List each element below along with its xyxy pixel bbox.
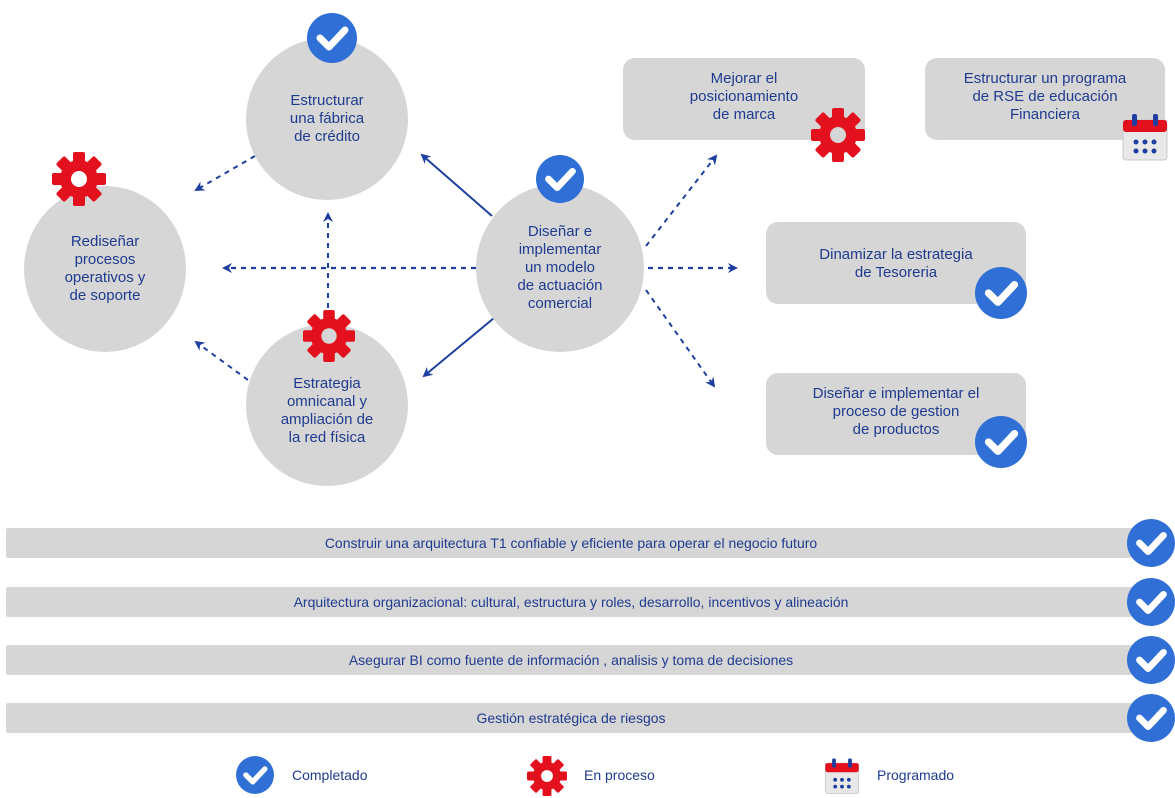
node-center-line: de actuación <box>517 277 603 294</box>
legend-scheduled-label: Programado <box>877 767 955 783</box>
gear-icon <box>52 152 106 206</box>
node-redisenar-line: de soporte <box>69 287 141 304</box>
node-redisenar-line: procesos <box>74 251 136 268</box>
node-redisenar-line: operativos y <box>64 269 146 286</box>
node-center: Diseñar e implementar un modelo de actua… <box>476 184 644 352</box>
bar-label: Gestión estratégica de riesgos <box>476 710 666 726</box>
node-omnicanal-line: Estrategia <box>293 375 361 392</box>
node-center-line: implementar <box>518 241 602 258</box>
gear-icon <box>811 108 865 162</box>
node-center-line: Diseñar e <box>527 223 593 240</box>
gear-icon <box>303 310 355 362</box>
bar-label: Asegurar BI como fuente de información ,… <box>348 652 794 668</box>
legend-check-icon <box>236 756 274 794</box>
check-icon <box>536 155 584 203</box>
node-omnicanal-line: la red física <box>288 429 366 446</box>
bar-label: Construir una arquitectura T1 confiable … <box>324 535 818 551</box>
legend-gear-icon <box>527 756 567 796</box>
box-rse-line: Estructurar un programa <box>963 70 1127 87</box>
check-icon <box>975 267 1027 319</box>
bar-bi: Asegurar BI como fuente de información ,… <box>6 645 1136 675</box>
check-icon <box>1127 636 1175 684</box>
node-redisenar-line: Rediseñar <box>70 233 140 250</box>
node-fabrica-line: una fábrica <box>289 110 365 127</box>
arrow-omnicanal-to-redisenar <box>194 340 249 381</box>
arrow-center-to-posicionamiento <box>645 154 718 247</box>
node-fabrica: Estructurar una fábrica de crédito <box>246 38 408 200</box>
node-omnicanal-line: ampliación de <box>280 411 374 428</box>
box-productos-line: Diseñar e implementar el <box>812 385 980 402</box>
legend-completed-label: Completado <box>292 767 368 783</box>
bar-label: Arquitectura organizacional: cultural, e… <box>293 594 849 610</box>
bar-riesgos: Gestión estratégica de riesgos <box>6 703 1136 733</box>
box-tesoreria-line: de Tesoreria <box>854 264 938 281</box>
check-icon <box>307 13 357 63</box>
box-posicionamiento: Mejorar el posicionamiento de marca <box>623 58 865 140</box>
box-posicionamiento-line: posicionamiento <box>689 88 799 105</box>
arrow-center-to-omnicanal <box>422 317 495 378</box>
bar-arquitectura-organizacional: Arquitectura organizacional: cultural, e… <box>6 587 1136 617</box>
box-posicionamiento-line: Mejorar el <box>710 70 778 87</box>
check-icon <box>1127 519 1175 567</box>
check-icon <box>1127 694 1175 742</box>
node-center-line: un modelo <box>524 259 596 276</box>
arrow-fabrica-to-redisenar <box>194 155 256 191</box>
box-productos-line: proceso de gestion <box>832 403 960 420</box>
check-icon <box>975 416 1027 468</box>
arrow-center-to-productos <box>645 289 716 388</box>
box-productos-line: de productos <box>852 421 940 438</box>
box-rse-line: de RSE de educación <box>972 88 1118 105</box>
node-center-line: comercial <box>527 295 593 312</box>
check-icon <box>1127 578 1175 626</box>
legend-calendar-icon <box>824 758 860 794</box>
legend-in-process-label: En proceso <box>584 767 655 783</box>
box-posicionamiento-line: de marca <box>712 106 776 123</box>
box-tesoreria-line: Dinamizar la estrategia <box>819 246 973 263</box>
box-rse-line: Financiera <box>1009 106 1081 123</box>
bar-arquitectura-t1: Construir una arquitectura T1 confiable … <box>6 528 1136 558</box>
node-fabrica-line: Estructurar <box>290 92 364 109</box>
node-redisenar: Rediseñar procesos operativos y de sopor… <box>24 186 186 352</box>
node-omnicanal-line: omnicanal y <box>286 393 368 410</box>
arrow-center-to-fabrica <box>420 153 493 217</box>
node-fabrica-line: de crédito <box>294 128 360 145</box>
calendar-icon <box>1122 114 1168 161</box>
box-rse: Estructurar un programa de RSE de educac… <box>925 58 1165 140</box>
